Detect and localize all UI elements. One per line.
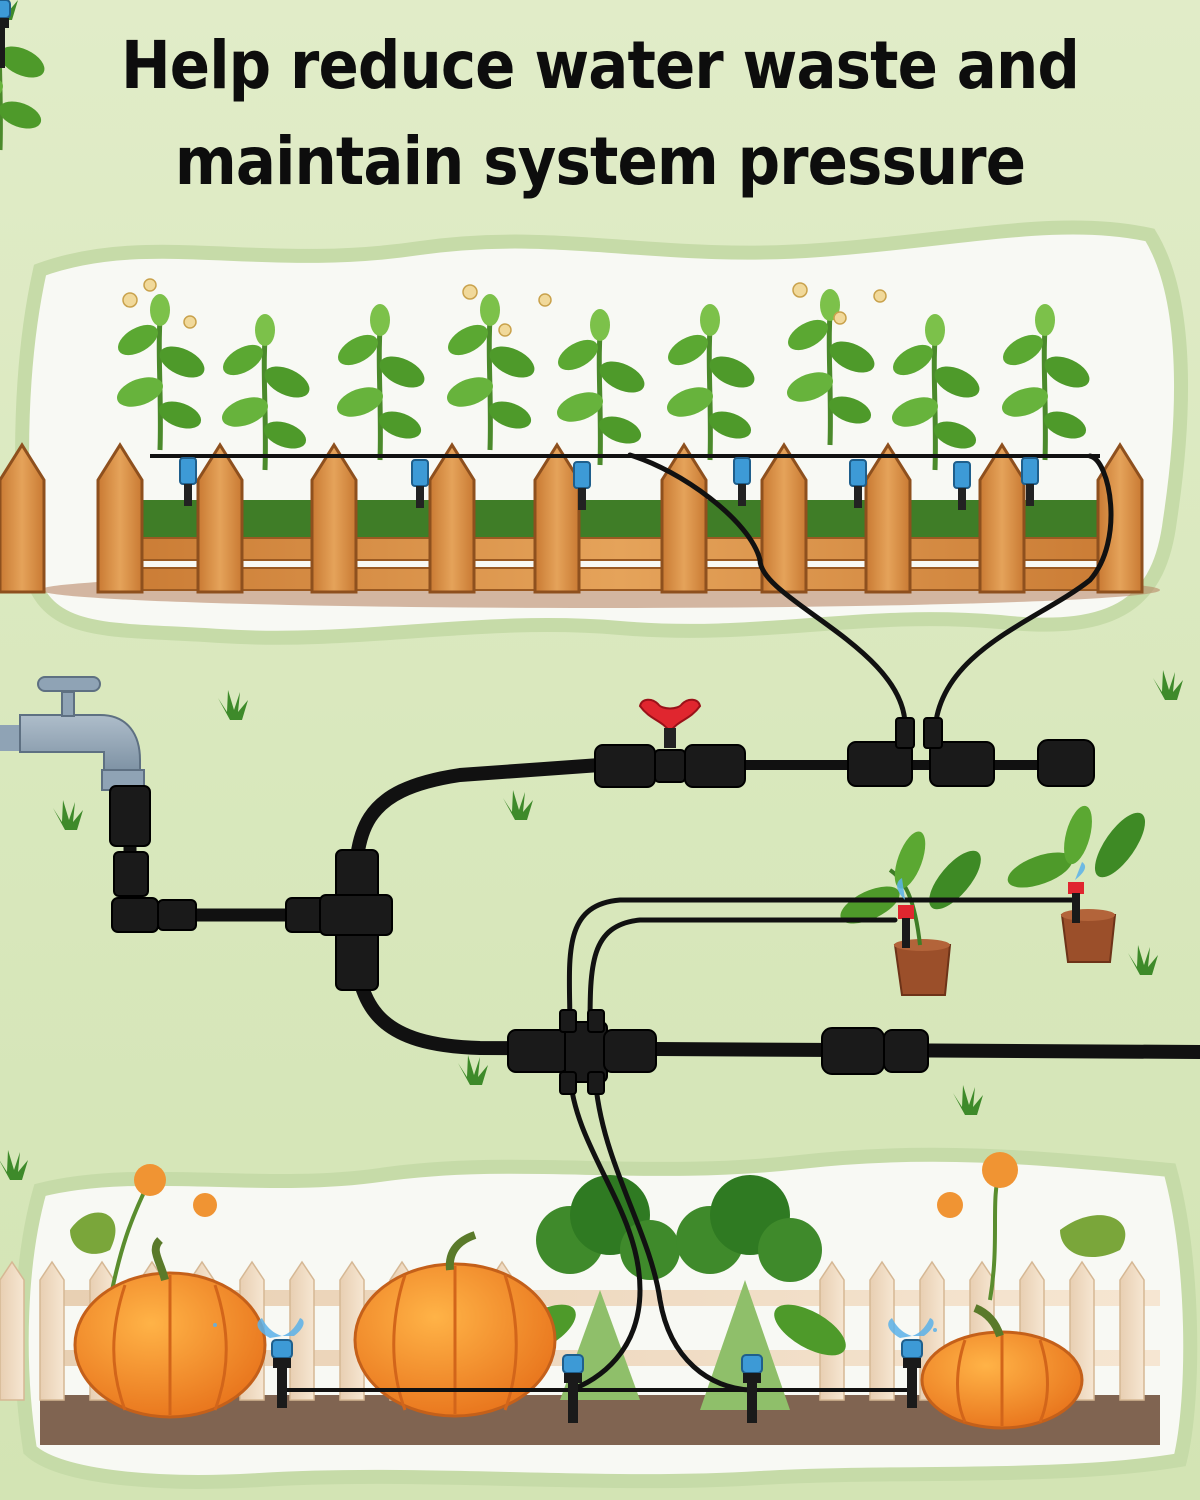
cross-connector-icon bbox=[507, 1029, 569, 1073]
pumpkin-icon bbox=[73, 1231, 1084, 1430]
potted-plant-icon bbox=[840, 805, 1146, 996]
orange-flowers bbox=[70, 1152, 1126, 1301]
drip-emitter-icon bbox=[0, 0, 11, 68]
shutoff-valve-icon bbox=[594, 744, 656, 788]
bottom-emitters bbox=[0, 0, 1086, 1424]
end-cap-icon bbox=[1037, 739, 1095, 787]
elbow-connector-icon bbox=[111, 897, 159, 933]
fittings bbox=[109, 717, 1095, 1095]
tee-connector-icon bbox=[847, 741, 913, 787]
faucet-icon bbox=[0, 676, 145, 791]
headline: Help reduce water waste and maintain sys… bbox=[120, 27, 1080, 200]
wooden-fence-icon bbox=[0, 442, 1160, 608]
hose-adapter-icon bbox=[109, 785, 151, 847]
valve-handle bbox=[638, 698, 702, 748]
broccoli-icon bbox=[504, 1175, 846, 1410]
coupling-icon bbox=[821, 1027, 885, 1075]
